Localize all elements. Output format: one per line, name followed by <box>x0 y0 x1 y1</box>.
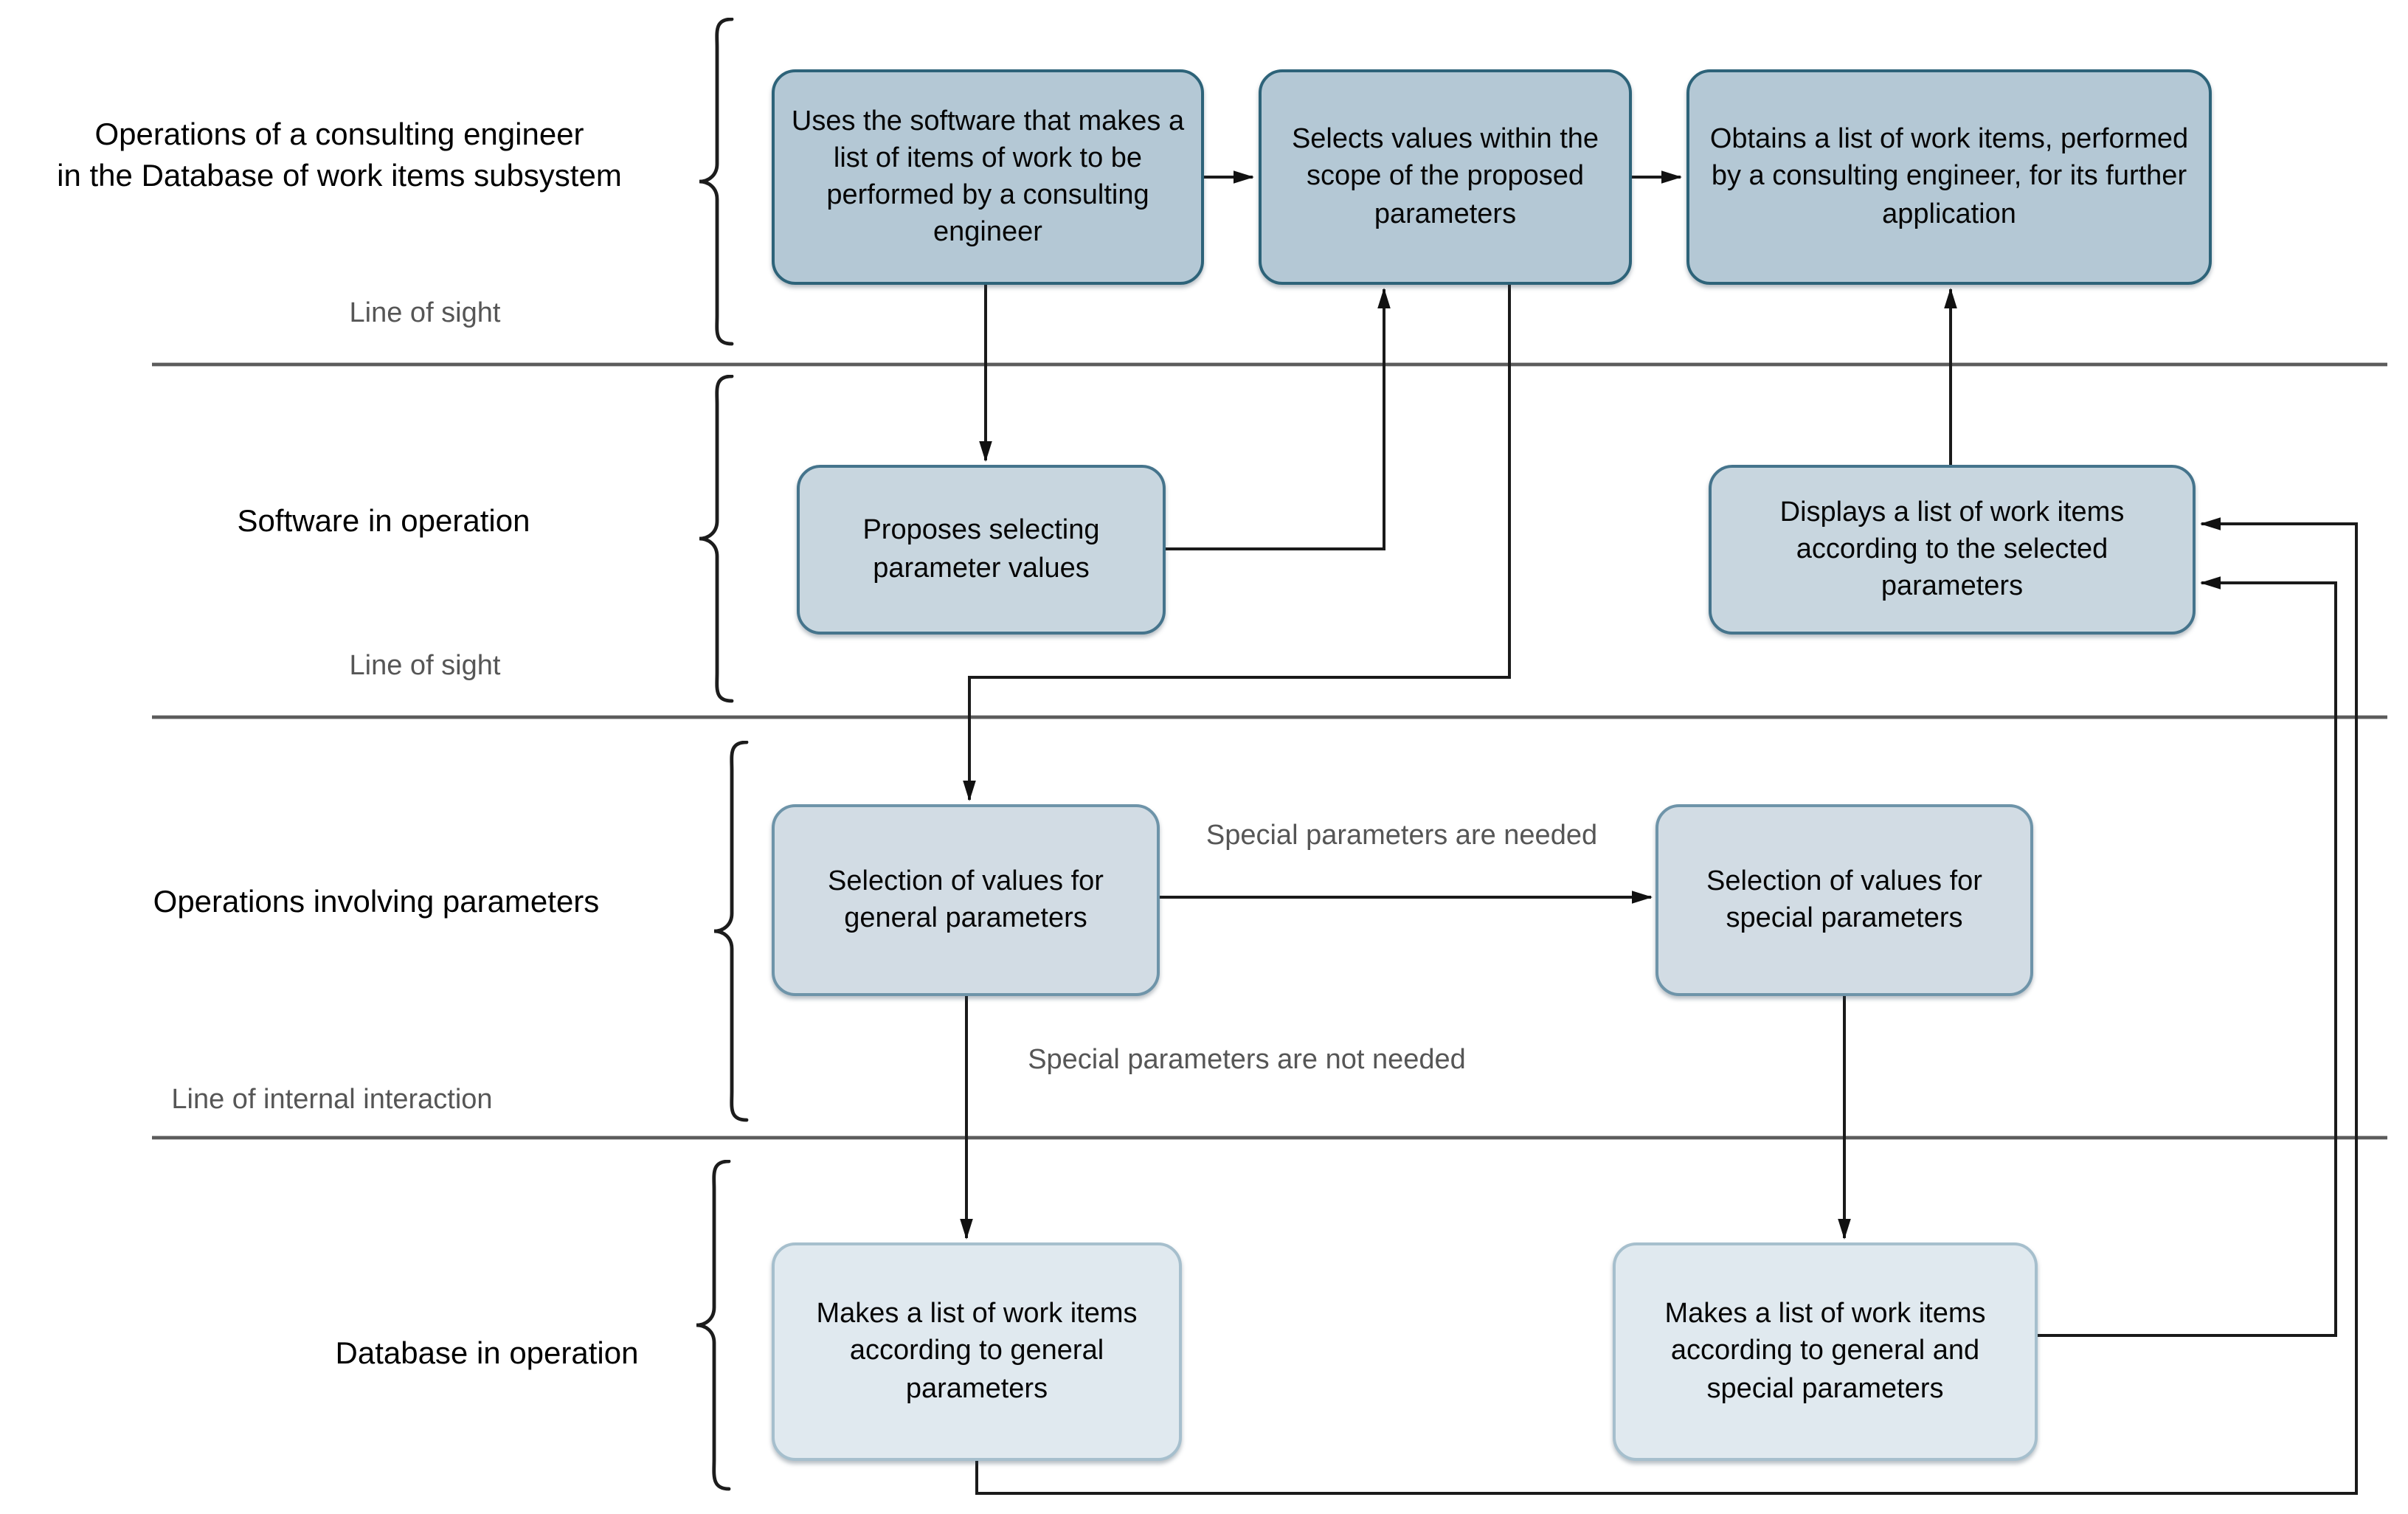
node-displays-list: Displays a list of work items according … <box>1709 465 2196 635</box>
lane-label-database-in-operation: Database in operation <box>335 1337 639 1371</box>
edge-selects-to-selection-general <box>963 285 1511 801</box>
separator-caption-line-of-sight-1: Line of sight <box>349 298 501 329</box>
edge-makes-general-to-displays <box>975 517 2358 1495</box>
brace-lane-consulting-engineer <box>699 18 734 346</box>
node-obtains-list: Obtains a list of work items, performed … <box>1686 69 2212 285</box>
edge-label-special-parameters-not-needed: Special parameters are not needed <box>1028 1045 1466 1076</box>
edge-proposes-to-selects <box>1166 288 1391 550</box>
brace-lane-database-in-operation <box>696 1160 731 1491</box>
lane-label-software-in-operation: Software in operation <box>237 505 530 539</box>
separator-caption-line-of-sight-2: Line of sight <box>349 651 501 682</box>
node-makes-list-general-special: Makes a list of work items according to … <box>1613 1242 2038 1461</box>
node-makes-list-general: Makes a list of work items according to … <box>772 1242 1182 1461</box>
node-uses-software: Uses the software that makes a list of i… <box>772 69 1204 285</box>
brace-lane-software-in-operation <box>699 375 734 703</box>
separator-caption-line-of-internal-interaction: Line of internal interaction <box>171 1085 493 1116</box>
node-selection-special: Selection of values for special paramete… <box>1656 804 2033 996</box>
lane-label-consulting-engineer: Operations of a consulting engineer in t… <box>57 118 622 194</box>
node-selection-general: Selection of values for general paramete… <box>772 804 1160 996</box>
edge-label-special-parameters-needed: Special parameters are needed <box>1205 820 1598 851</box>
node-selects-values: Selects values within the scope of the p… <box>1259 69 1632 285</box>
node-proposes-selecting: Proposes selecting parameter values <box>797 465 1166 635</box>
lane-label-operations-involving-parameters: Operations involving parameters <box>153 885 600 919</box>
edge-makes-general-special-to-displays <box>2038 576 2337 1337</box>
brace-lane-operations-involving-parameters <box>713 741 749 1122</box>
